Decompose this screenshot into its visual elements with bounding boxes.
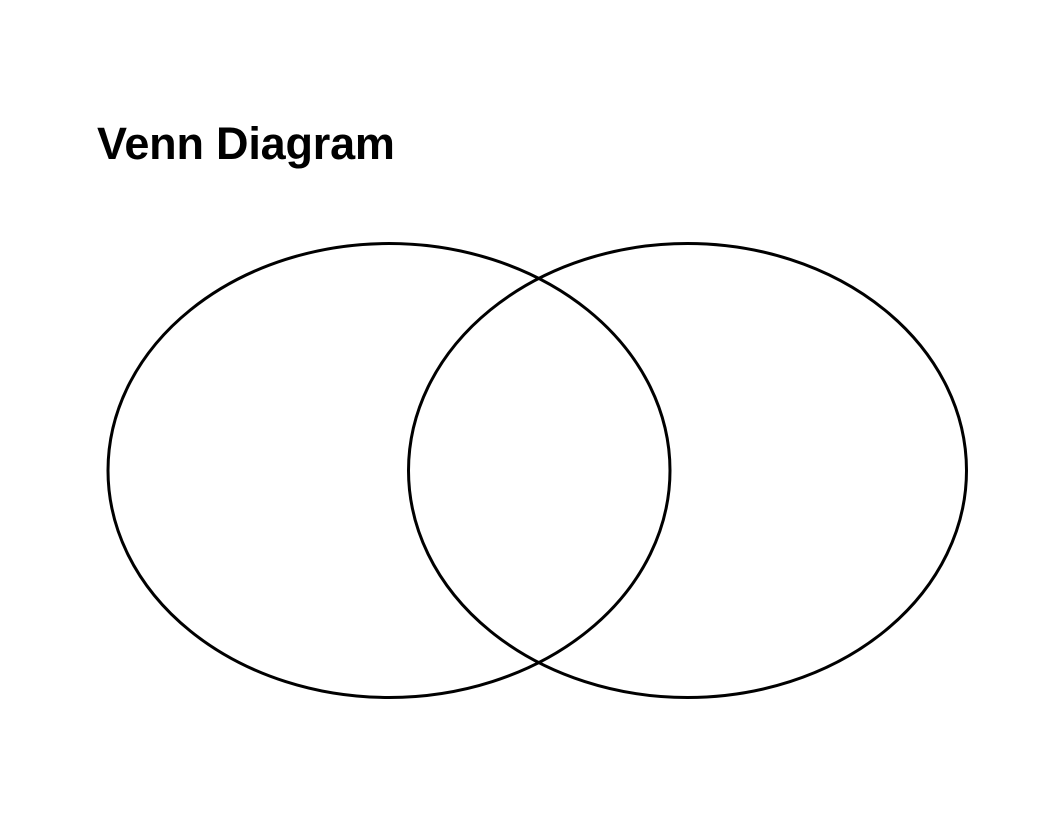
venn-left-circle xyxy=(106,242,672,699)
page-title: Venn Diagram xyxy=(97,118,395,169)
venn-right-circle xyxy=(407,242,968,699)
